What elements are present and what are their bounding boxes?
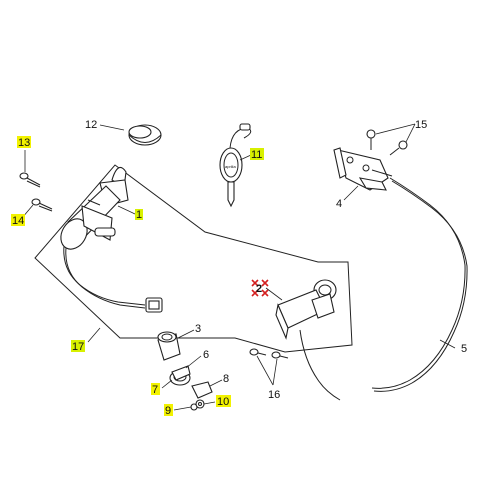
svg-text:3: 3 — [195, 323, 201, 335]
label-16: 16 — [268, 389, 280, 401]
label-15: 15 — [415, 119, 427, 131]
label-13: 13 — [17, 136, 31, 149]
label-6: 6 — [203, 349, 209, 361]
svg-text:6: 6 — [203, 349, 209, 361]
svg-text:17: 17 — [72, 341, 84, 353]
leader-11 — [239, 154, 252, 161]
label-10: 10 — [216, 395, 231, 408]
part-1-lock-cylinder[interactable] — [56, 166, 129, 254]
svg-text:9: 9 — [165, 405, 171, 417]
part-12-grommet[interactable] — [128, 124, 162, 146]
part-2-seat-lock[interactable] — [275, 279, 337, 340]
leader-7 — [161, 379, 173, 389]
svg-text:14: 14 — [12, 215, 24, 227]
leader-12 — [99, 124, 125, 131]
part-3-bush[interactable] — [157, 331, 181, 361]
leader-16a — [256, 355, 274, 386]
label-9: 9 — [164, 404, 173, 417]
part-11-key[interactable]: aprilia — [219, 123, 252, 208]
leader-17 — [87, 327, 101, 343]
leader-3 — [177, 329, 195, 339]
part-6-barrel[interactable] — [171, 365, 191, 381]
label-4: 4 — [336, 198, 342, 210]
part-16-screws[interactable] — [249, 348, 289, 359]
svg-text:4: 4 — [336, 198, 342, 210]
leader-9 — [173, 406, 192, 411]
part-4-latch-bracket[interactable] — [333, 147, 393, 191]
svg-text:2: 2 — [256, 283, 262, 295]
svg-text:7: 7 — [152, 384, 158, 396]
svg-text:11: 11 — [251, 149, 262, 161]
label-2: 2 — [256, 283, 262, 295]
leader-5 — [439, 339, 456, 349]
leader-6 — [185, 355, 202, 369]
label-3: 3 — [195, 323, 201, 335]
leader-8 — [209, 379, 223, 387]
svg-text:12: 12 — [85, 119, 97, 131]
svg-text:8: 8 — [223, 373, 229, 385]
svg-text:13: 13 — [18, 137, 30, 149]
lock-set-outline — [34, 164, 353, 353]
leader-15b — [405, 123, 416, 143]
part-2-cable — [299, 329, 341, 401]
svg-text:5: 5 — [461, 343, 467, 355]
part-1-connector[interactable] — [145, 297, 163, 313]
part-15-screws[interactable] — [366, 129, 408, 156]
svg-text:10: 10 — [217, 396, 229, 408]
part-10-washer[interactable] — [195, 399, 205, 409]
leader-10 — [203, 401, 216, 405]
leader-1 — [117, 205, 136, 215]
label-12: 12 — [85, 119, 97, 131]
svg-text:15: 15 — [415, 119, 427, 131]
leader-2 — [265, 287, 283, 301]
part-8-latch[interactable] — [191, 381, 213, 399]
label-5: 5 — [461, 343, 467, 355]
part-14-screw[interactable] — [31, 198, 53, 212]
part-13-screw[interactable] — [19, 172, 41, 188]
label-11: 11 — [250, 148, 264, 161]
svg-text:16: 16 — [268, 389, 280, 401]
label-1: 1 — [135, 209, 143, 221]
label-14: 14 — [11, 214, 25, 227]
part-2-marker-icon — [251, 279, 269, 297]
leader-16b — [272, 358, 278, 386]
leader-4 — [343, 185, 359, 201]
label-7: 7 — [151, 383, 160, 396]
leader-15a — [375, 123, 416, 135]
label-8: 8 — [223, 373, 229, 385]
svg-text:1: 1 — [136, 209, 142, 221]
label-17: 17 — [71, 340, 85, 353]
part-5-cable[interactable] — [371, 177, 466, 389]
key-brand-text: aprilia — [225, 164, 236, 169]
